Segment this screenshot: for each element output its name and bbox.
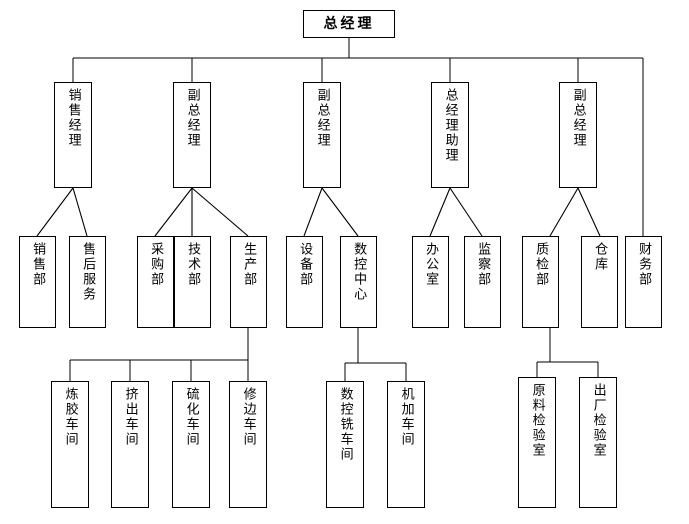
node-sales-manager[interactable]: 销售经理 bbox=[54, 82, 92, 188]
node-equipment-department[interactable]: 设备部 bbox=[286, 236, 323, 328]
node-warehouse[interactable]: 仓库 bbox=[581, 236, 618, 328]
node-label: 质检部 bbox=[533, 242, 549, 287]
node-label: 销售部 bbox=[30, 242, 46, 287]
node-deputy-general-manager-1[interactable]: 副总经理 bbox=[173, 82, 211, 188]
node-machining-workshop[interactable]: 机加车间 bbox=[387, 381, 425, 508]
node-deputy-general-manager-3[interactable]: 副总经理 bbox=[559, 82, 597, 188]
node-label: 原料检验室 bbox=[529, 383, 545, 458]
node-office[interactable]: 办公室 bbox=[412, 236, 449, 328]
node-label: 副总经理 bbox=[570, 88, 586, 148]
node-raw-material-inspection-room[interactable]: 原料检验室 bbox=[518, 377, 556, 508]
node-supervision-department[interactable]: 监察部 bbox=[464, 236, 501, 328]
node-purchasing-department[interactable]: 采购部 bbox=[137, 236, 174, 328]
node-label: 总经理助理 bbox=[442, 88, 458, 163]
node-label: 出厂检验室 bbox=[590, 383, 606, 458]
node-label: 生产部 bbox=[241, 242, 257, 287]
node-label: 数控中心 bbox=[351, 242, 367, 302]
node-label: 副总经理 bbox=[314, 88, 330, 148]
node-label: 机加车间 bbox=[398, 387, 414, 447]
node-label: 技术部 bbox=[185, 242, 201, 287]
node-cnc-milling-workshop[interactable]: 数控铣车间 bbox=[326, 381, 364, 508]
node-label: 炼胶车间 bbox=[62, 387, 78, 447]
node-production-department[interactable]: 生产部 bbox=[230, 236, 267, 328]
node-trimming-workshop[interactable]: 修边车间 bbox=[229, 381, 267, 508]
node-deputy-general-manager-2[interactable]: 副总经理 bbox=[303, 82, 341, 188]
node-rubber-mixing-workshop[interactable]: 炼胶车间 bbox=[51, 381, 89, 508]
node-label: 售后服务 bbox=[80, 242, 96, 302]
node-sales-department[interactable]: 销售部 bbox=[19, 236, 56, 328]
node-label: 销售经理 bbox=[65, 88, 81, 148]
node-general-manager[interactable]: 总经理 bbox=[303, 10, 395, 38]
node-label: 仓库 bbox=[592, 242, 608, 272]
node-vulcanizing-workshop[interactable]: 硫化车间 bbox=[172, 381, 210, 508]
node-label: 修边车间 bbox=[240, 387, 256, 447]
node-label: 硫化车间 bbox=[183, 387, 199, 447]
node-after-sales-service[interactable]: 售后服务 bbox=[69, 236, 106, 328]
node-label: 办公室 bbox=[423, 242, 439, 287]
node-technology-department[interactable]: 技术部 bbox=[174, 236, 211, 328]
node-general-manager-assistant[interactable]: 总经理助理 bbox=[431, 82, 469, 188]
node-extrusion-workshop[interactable]: 挤出车间 bbox=[111, 381, 149, 508]
node-quality-inspection-department[interactable]: 质检部 bbox=[522, 236, 559, 328]
node-label: 设备部 bbox=[297, 242, 313, 287]
node-label: 副总经理 bbox=[184, 88, 200, 148]
node-label: 监察部 bbox=[475, 242, 491, 287]
node-label: 挤出车间 bbox=[122, 387, 138, 447]
node-label: 总经理 bbox=[323, 15, 375, 32]
node-finance-department[interactable]: 财务部 bbox=[625, 236, 662, 328]
node-cnc-center[interactable]: 数控中心 bbox=[340, 236, 377, 328]
node-label: 财务部 bbox=[636, 242, 652, 287]
node-factory-output-inspection-room[interactable]: 出厂检验室 bbox=[579, 377, 617, 508]
node-label: 数控铣车间 bbox=[337, 387, 353, 462]
node-label: 采购部 bbox=[148, 242, 164, 287]
